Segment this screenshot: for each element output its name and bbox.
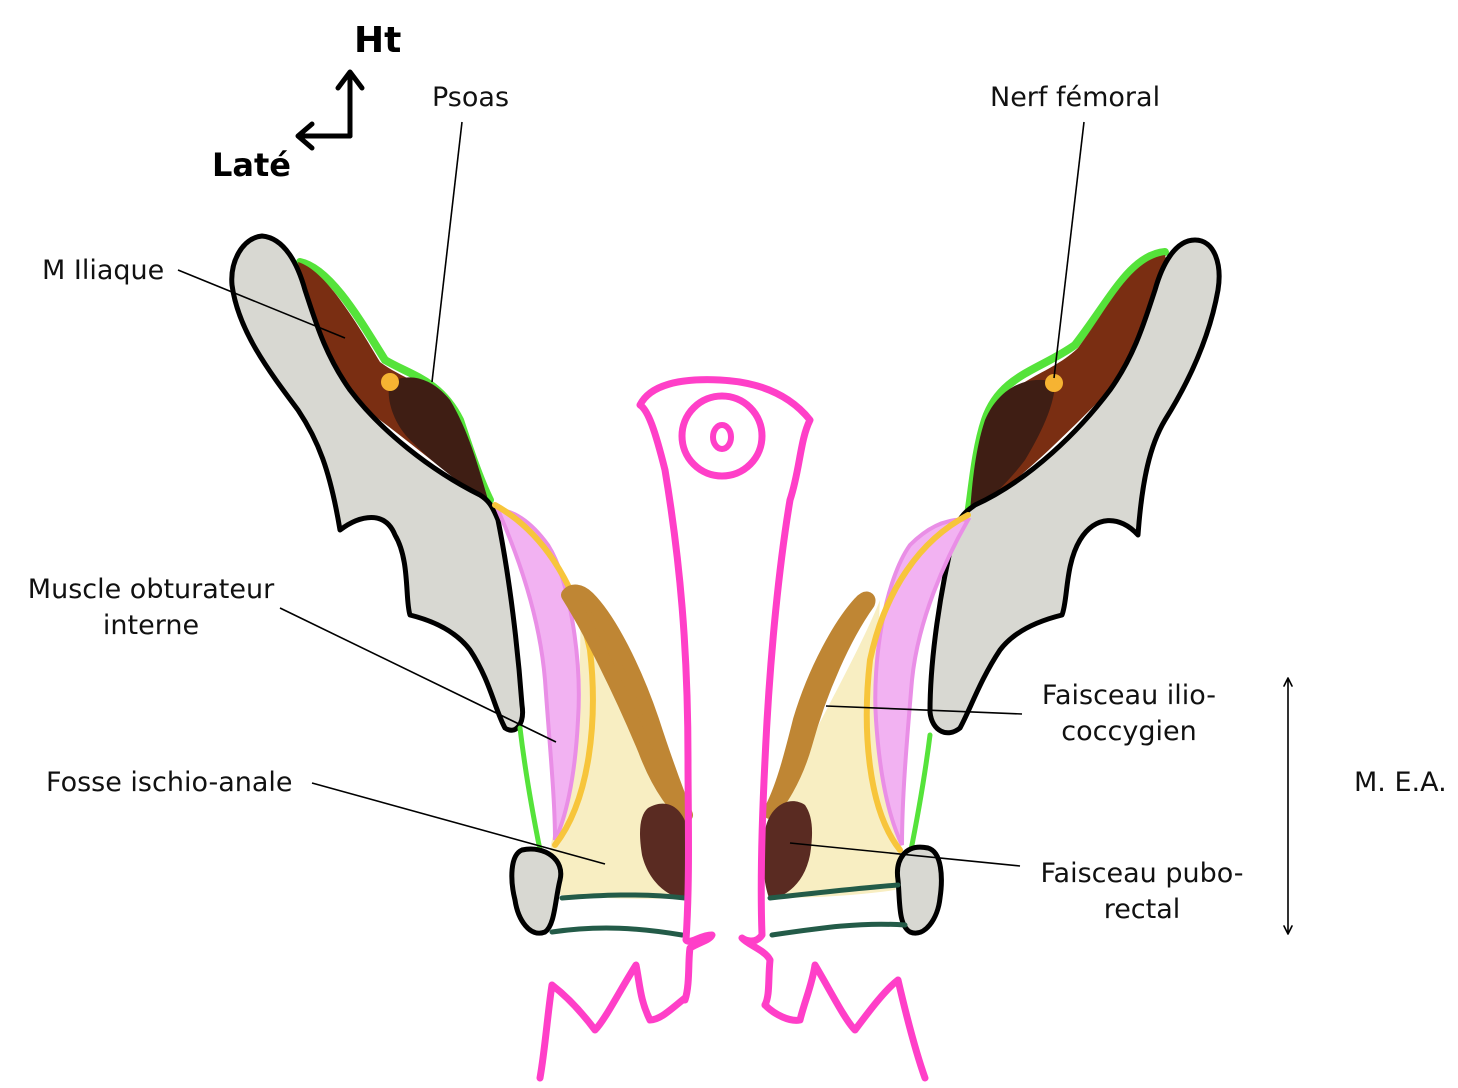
orientation-lateral-arrow bbox=[298, 124, 350, 148]
left-ischial-bone bbox=[512, 849, 561, 933]
leader-psoas bbox=[432, 122, 462, 382]
label-ilio-line2: coccygien bbox=[1026, 714, 1232, 750]
left-femoral-nerve bbox=[381, 373, 399, 391]
left-lateral-fascia bbox=[520, 728, 540, 850]
label-ilio-line1: Faisceau ilio- bbox=[1026, 678, 1232, 714]
label-m-iliaque: M Iliaque bbox=[42, 253, 164, 289]
perineum-left-zigzag bbox=[540, 965, 685, 1078]
label-psoas: Psoas bbox=[432, 80, 509, 116]
mea-extent-arrow bbox=[1284, 678, 1292, 934]
right-perineal-membrane-lower bbox=[772, 924, 905, 935]
orientation-lateral-label: Laté bbox=[212, 146, 291, 184]
label-ilio-coccygien: Faisceau ilio- coccygien bbox=[1026, 678, 1232, 750]
right-ischial-bone bbox=[897, 847, 941, 933]
label-obturateur-line1: Muscle obturateur bbox=[10, 572, 292, 608]
orientation-up-arrow bbox=[338, 72, 362, 136]
rectum-ring-outer bbox=[682, 396, 762, 476]
perineum-right-zigzag bbox=[765, 965, 925, 1078]
left-perineal-membrane-upper bbox=[562, 895, 685, 898]
orientation-up-label: Ht bbox=[354, 20, 401, 61]
left-perineal-membrane-lower bbox=[552, 928, 682, 935]
label-obturateur-line2: interne bbox=[10, 608, 292, 644]
label-fosse-ischio-anale: Fosse ischio-anale bbox=[46, 765, 293, 801]
label-pubo-line2: rectal bbox=[1024, 892, 1260, 928]
label-mea: M. E.A. bbox=[1354, 765, 1447, 801]
label-obturateur: Muscle obturateur interne bbox=[10, 572, 292, 644]
label-nerf-femoral: Nerf fémoral bbox=[990, 80, 1160, 116]
rectum-ring-inner bbox=[713, 425, 731, 449]
label-pubo-line1: Faisceau pubo- bbox=[1024, 856, 1260, 892]
label-pubo-rectal: Faisceau pubo- rectal bbox=[1024, 856, 1260, 928]
right-lateral-fascia bbox=[910, 735, 930, 855]
